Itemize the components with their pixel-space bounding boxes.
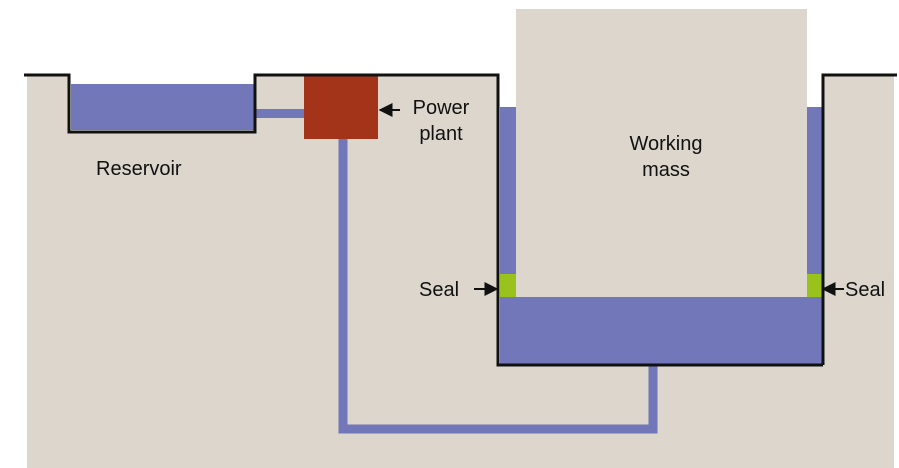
reservoir-label: Reservoir: [96, 158, 182, 180]
ground-outline-right: [821, 73, 897, 365]
seal-left: [500, 274, 516, 297]
seal-left-label: Seal: [419, 279, 459, 301]
pressure-pipe: [338, 137, 658, 434]
seal-right-label: Seal: [845, 279, 885, 301]
ground: [27, 75, 894, 468]
working-mass: [516, 9, 807, 297]
shaft-water-bottom: [500, 297, 822, 364]
power-plant-label-line2: plant: [419, 123, 463, 145]
shaft-water-right: [807, 107, 822, 277]
power-plant-label-line1: Power: [413, 97, 470, 119]
working-mass-label-line2: mass: [642, 159, 690, 181]
working-mass-label-line1: Working: [630, 133, 703, 155]
reservoir-water: [71, 84, 254, 130]
power-plant: [304, 75, 378, 139]
shaft-water-left: [500, 107, 516, 277]
ground-outline-left: [24, 73, 823, 367]
reservoir-pipe: [254, 109, 306, 118]
seal-right: [807, 274, 822, 297]
